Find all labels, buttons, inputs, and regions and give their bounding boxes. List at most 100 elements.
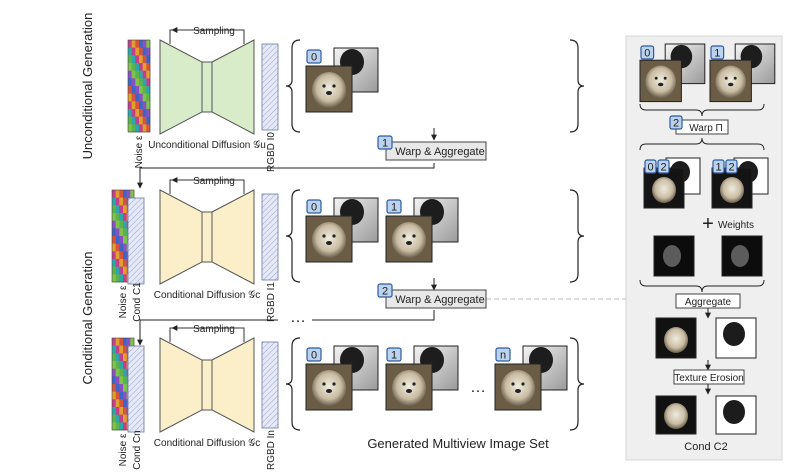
warp-aggregate-label: Warp & Aggregate xyxy=(395,146,484,158)
warp-aggregate-box xyxy=(385,289,487,309)
noise-block-cell xyxy=(142,55,147,64)
noise-block-cell xyxy=(115,391,120,400)
noise-block-cell xyxy=(119,197,124,206)
panel-brace-mid xyxy=(639,137,765,151)
diffusion-encoder xyxy=(159,39,203,135)
warped-dog xyxy=(652,177,676,203)
noise-block-cell xyxy=(146,40,151,48)
view-0-dog-eye-l xyxy=(322,84,326,88)
noise-block-cell xyxy=(123,243,127,252)
noise-block-cell xyxy=(128,124,132,133)
noise-block-cell xyxy=(112,243,116,252)
rgbd-block xyxy=(261,341,279,429)
noise-block-cell xyxy=(119,407,124,415)
noise-block-cell xyxy=(131,109,136,117)
view-0-dog-eye-r xyxy=(332,234,336,238)
noise-block-cell xyxy=(128,86,132,94)
noise-block-cell xyxy=(112,228,116,237)
view-0-dog-nose xyxy=(326,389,332,393)
noise-block-cell xyxy=(131,47,136,56)
row-ellipsis: … xyxy=(290,309,306,326)
noise-block-cell xyxy=(123,345,127,354)
noise-label: Noise ε xyxy=(134,135,145,168)
sampling-loop xyxy=(169,29,245,44)
warp-2-to-cond xyxy=(137,319,278,346)
noise-block-cell xyxy=(115,205,120,214)
diffusion-label: Unconditional Diffusion 𝒢u xyxy=(148,140,266,151)
left-brace xyxy=(285,337,301,431)
noise-block-cell xyxy=(131,93,136,102)
noise-block-cell xyxy=(119,361,124,369)
noise-block-cell xyxy=(139,55,143,64)
noise-block-cell xyxy=(139,63,143,71)
view-0-dog-nose xyxy=(326,241,332,245)
noise-block-cell xyxy=(112,361,116,369)
cond-label: Cond C1 xyxy=(132,282,143,322)
sampling-loop xyxy=(169,327,245,342)
noise-block-cell xyxy=(115,422,120,431)
noise-block-cell xyxy=(112,274,116,283)
conditional-section-label: Conditional Generation xyxy=(80,252,95,385)
noise-block-cell xyxy=(112,338,116,346)
warp-aggregate-box-0: Warp & Aggregate 1 xyxy=(377,135,487,161)
noise-block-cell xyxy=(146,101,151,110)
warped-tag-a-badge-text: 1 xyxy=(715,162,721,174)
panel-brace-lower xyxy=(639,279,765,293)
noise-block-cell xyxy=(119,251,124,260)
noise-block-cell xyxy=(123,259,127,267)
noise-block-cell xyxy=(139,116,143,125)
noise-block-cell xyxy=(119,228,124,237)
noise-block-cell xyxy=(119,190,124,198)
noise-block-cell xyxy=(112,220,116,229)
view-n-dog-nose xyxy=(515,389,521,393)
noise-block-cell xyxy=(131,40,136,48)
noise-label: Noise ε xyxy=(118,433,129,466)
noise-block-cell xyxy=(119,414,124,423)
aggregated-dog xyxy=(664,327,688,353)
diffusion-encoder xyxy=(159,337,203,433)
noise-block-cell xyxy=(123,220,127,229)
sampling-label: Sampling xyxy=(193,26,235,37)
noise-block-cell xyxy=(128,70,132,79)
noise-block-cell xyxy=(135,63,140,71)
noise-block-cell xyxy=(128,55,132,64)
noise-block-cell xyxy=(142,40,147,48)
panel-warp-index-badge xyxy=(669,115,683,130)
noise-block-cell xyxy=(142,116,147,125)
aggregate-label: Aggregate xyxy=(685,297,732,308)
cond-dog xyxy=(664,403,688,429)
noise-block-cell xyxy=(115,266,120,275)
noise-block-cell xyxy=(123,407,127,415)
warp-index-badge-text: 2 xyxy=(382,286,388,298)
noise-block-cell xyxy=(146,78,151,87)
noise-block-cell xyxy=(139,78,143,87)
noise-block-cell xyxy=(142,124,147,133)
noise-block-cell xyxy=(135,78,140,87)
noise-block-cell xyxy=(123,384,127,392)
noise-block-cell xyxy=(115,353,120,362)
noise-block-cell xyxy=(123,376,127,385)
noise-block-cell xyxy=(123,274,127,283)
noise-block-cell xyxy=(123,197,127,206)
warped-tag-b-badge-text: 2 xyxy=(728,162,734,174)
cond-depth-shape xyxy=(723,400,745,424)
panel-view-0-badge xyxy=(640,45,655,60)
diffusion-decoder xyxy=(211,337,255,433)
noise-block-cell xyxy=(119,236,124,244)
rgbd-label: RGBD In xyxy=(266,430,277,470)
noise-block-cell xyxy=(112,391,116,400)
noise-block-cell xyxy=(119,205,124,214)
noise-block-cell xyxy=(112,259,116,267)
warp-index-badge-text: 1 xyxy=(382,138,388,150)
view-n-dog-eye-r xyxy=(521,382,525,386)
noise-block-cell xyxy=(142,78,147,87)
warp-1-to-cond xyxy=(137,163,435,189)
noise-block-cell xyxy=(142,109,147,117)
view-n-dog-eye-l xyxy=(511,382,515,386)
noise-block-cell xyxy=(115,384,120,392)
view-1-badge xyxy=(386,347,402,362)
warp-aggregate-label: Warp & Aggregate xyxy=(395,294,484,306)
view-0-dog-nose xyxy=(326,91,332,95)
panel-view-1-dog-nose xyxy=(728,82,734,87)
